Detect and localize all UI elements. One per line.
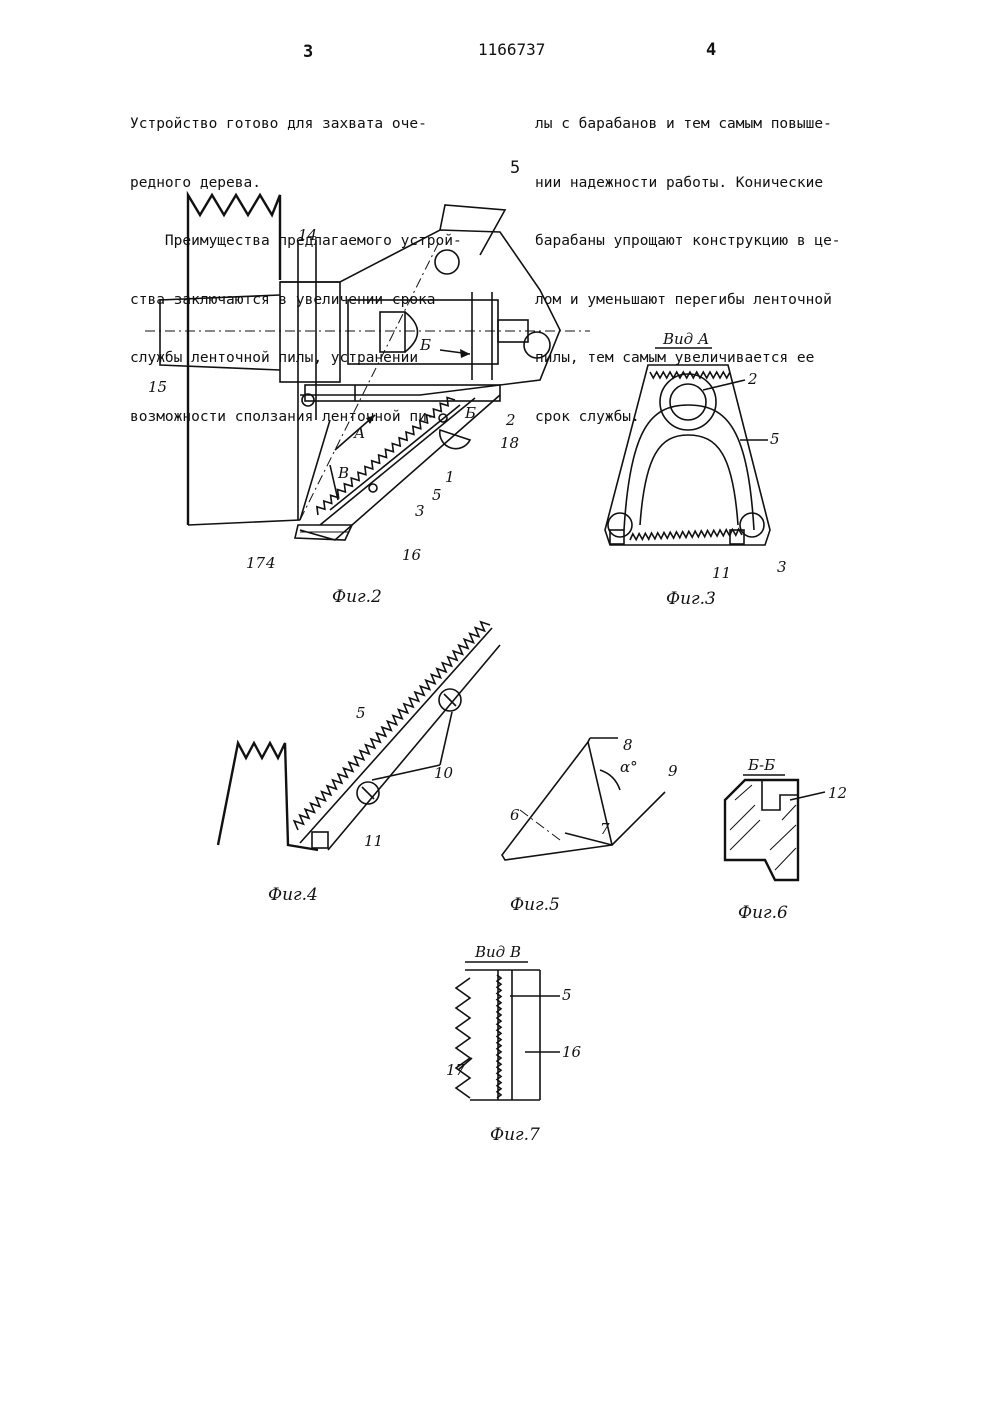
saw-teeth-fig7	[456, 978, 470, 1098]
caption-fig5: Фиг.5	[510, 895, 560, 915]
figure-6: Б-Б 12 Фиг.6	[725, 756, 847, 923]
label-2: 2	[747, 370, 758, 388]
label-17: 17	[246, 554, 266, 572]
label-4: 4	[265, 554, 276, 572]
label-14: 14	[298, 226, 317, 244]
label-1: 1	[445, 468, 455, 486]
label-V: В	[337, 464, 349, 482]
label-17: 17	[446, 1061, 466, 1079]
title-vid-a: Вид А	[662, 330, 709, 348]
label-16: 16	[562, 1043, 582, 1061]
label-5: 5	[770, 430, 780, 448]
label-16: 16	[402, 546, 422, 564]
label-6: 6	[510, 806, 520, 824]
label-A: А	[353, 424, 365, 442]
title-vid-v: Вид В	[474, 943, 521, 961]
saw-teeth-fig3	[630, 529, 742, 540]
figure-3: Вид А 2 5 11 3 Фиг.3	[605, 330, 787, 609]
label-18: 18	[500, 434, 519, 452]
title-section-b: Б-Б	[747, 756, 775, 774]
drum-teeth-fig3	[650, 372, 730, 378]
label-11: 11	[364, 832, 383, 850]
saw-teeth-fig4	[294, 622, 490, 830]
label-15: 15	[148, 378, 167, 396]
caption-fig6: Фиг.6	[738, 903, 788, 923]
caption-fig4: Фиг.4	[268, 885, 318, 905]
label-3: 3	[415, 502, 425, 520]
caption-fig7: Фиг.7	[490, 1125, 540, 1145]
figure-7: Вид В 5 16 17 Фиг.7	[446, 943, 582, 1145]
caption-fig3: Фиг.3	[666, 589, 716, 609]
figure-2: Б 14 15 2 18 1 5 3 16 17 4 А В	[145, 195, 590, 607]
label-5: 5	[356, 704, 366, 722]
label-5: 5	[562, 986, 572, 1004]
label-10: 10	[434, 764, 454, 782]
label-7: 7	[600, 820, 610, 838]
label-alpha: α°	[620, 758, 638, 776]
label-3: 3	[777, 558, 787, 576]
figure-5: 8 9 6 7 α° Фиг.5	[502, 736, 678, 915]
label-11: 11	[712, 564, 731, 582]
label-9: 9	[668, 762, 678, 780]
tree-stump	[218, 743, 318, 850]
tree-trunk	[188, 195, 280, 525]
figure-4: 5 10 11 Фиг.4	[218, 622, 500, 905]
label-B-top: Б	[419, 336, 431, 354]
label-2: 2	[505, 411, 516, 429]
label-B-bottom: Б	[464, 404, 476, 422]
label-8: 8	[623, 736, 633, 754]
label-5: 5	[432, 486, 442, 504]
caption-fig2: Фиг.2	[332, 587, 382, 607]
fine-teeth-fig7	[497, 975, 501, 1098]
label-12: 12	[828, 784, 847, 802]
